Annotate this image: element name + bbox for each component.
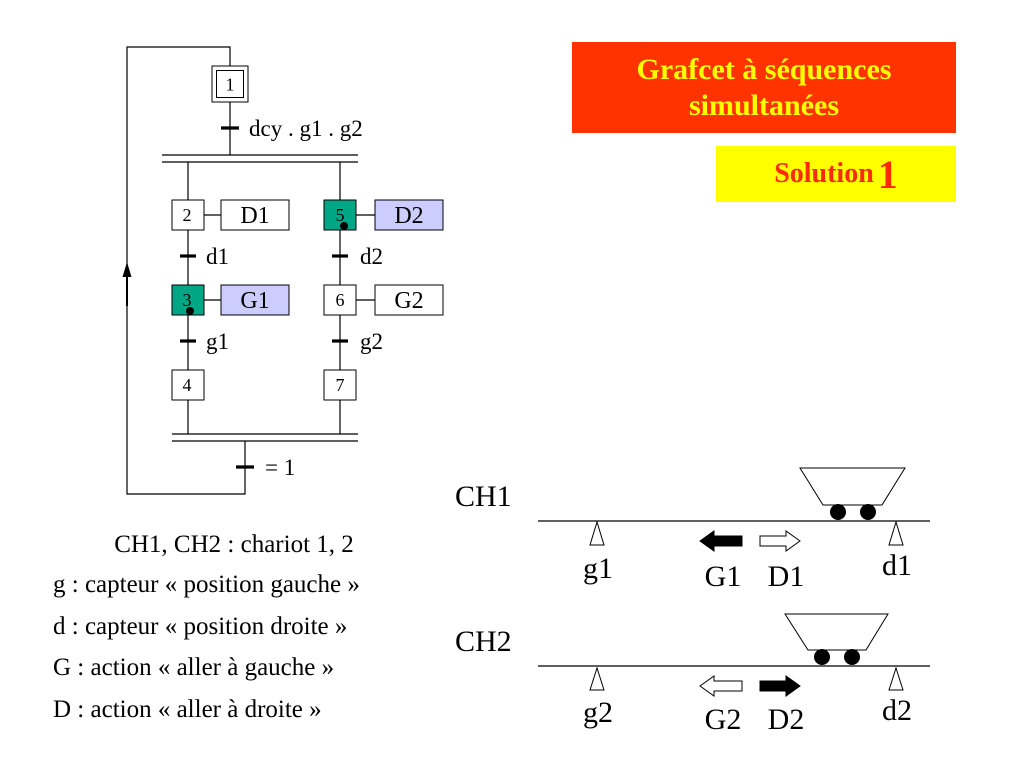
transition-end-label: = 1 <box>265 455 295 480</box>
wheel-icon <box>814 649 830 665</box>
step-number: 3 <box>183 290 192 310</box>
legend-item: g : capteur « position gauche » <box>53 571 360 598</box>
track-name: CH2 <box>455 625 512 658</box>
chariot-icon <box>799 467 906 520</box>
step-1-inner-box <box>216 70 244 98</box>
left-sensor-icon <box>589 666 605 691</box>
step-number: 6 <box>336 290 345 310</box>
step-5: 5 <box>323 199 357 231</box>
step-box <box>171 369 205 401</box>
right-sensor-icon <box>888 666 904 691</box>
step-number: 4 <box>183 375 192 395</box>
right-sensor-icon <box>888 520 904 546</box>
action-box <box>374 284 444 316</box>
action-box <box>374 199 444 231</box>
step-1-initial: 1 <box>211 65 249 103</box>
loop-back-link <box>126 46 246 495</box>
wheel-icon <box>860 504 876 520</box>
step-box <box>323 284 357 316</box>
step-7: 7 <box>323 369 357 401</box>
transition-start-label: dcy . g1 . g2 <box>249 116 363 141</box>
legend-item: D : action « aller à droite » <box>53 696 322 723</box>
right-sensor-label: d1 <box>882 549 912 582</box>
legend-chariots: CH1, CH2 : chariot 1, 2 <box>114 531 354 558</box>
step-box <box>323 369 357 401</box>
legend-item: G : action « aller à gauche » <box>53 654 334 681</box>
step-number: 5 <box>336 205 345 225</box>
wheel-icon <box>830 504 846 520</box>
left-action-label: G1 <box>705 560 742 593</box>
action-label: D2 <box>394 203 423 229</box>
arrow-left-icon <box>699 530 743 552</box>
step-number: 7 <box>336 375 345 395</box>
solution-badge: Solution 1 <box>716 146 956 202</box>
chariot-body <box>784 613 889 651</box>
divergence-double-bar <box>162 154 358 163</box>
transition-label: g1 <box>206 329 229 354</box>
action-label: G1 <box>240 288 269 314</box>
track-ch1: CH1 g1 d1 G1 D1 <box>455 467 930 593</box>
arrow-right-icon <box>759 675 801 697</box>
token-dot <box>186 307 194 315</box>
action-label: D1 <box>240 203 269 229</box>
step-box <box>171 199 205 231</box>
step-4: 4 <box>171 369 205 401</box>
right-action-label: D2 <box>768 703 805 736</box>
action-box <box>220 199 290 231</box>
step-2: 2 <box>171 199 205 231</box>
wheel-icon <box>844 649 860 665</box>
legend-item: d : capteur « position droite » <box>53 613 347 640</box>
solution-label: Solution <box>774 158 874 189</box>
solution-number: 1 <box>877 151 898 197</box>
right-sensor-label: d2 <box>882 694 912 727</box>
transition-label: g2 <box>360 329 383 354</box>
right-action-label: D1 <box>768 560 805 593</box>
loop-up-arrow-icon <box>122 262 132 277</box>
grafcet: 1 dcy . g1 . g2 2 D1 d1 3 <box>122 46 444 495</box>
arrow-right-icon <box>759 530 801 552</box>
chariot-body <box>799 467 906 506</box>
transition-label: d2 <box>360 244 383 269</box>
left-sensor-label: g2 <box>583 696 613 729</box>
action-box-step-5: D2 <box>374 199 444 231</box>
left-branch: 2 D1 d1 3 G1 g1 4 <box>171 162 290 434</box>
title-line-2: simultanées <box>689 88 839 122</box>
arrow-left-icon <box>699 675 743 697</box>
track-name: CH1 <box>455 480 512 513</box>
step-3: 3 <box>171 284 205 316</box>
transition-label: d1 <box>206 244 229 269</box>
step-number: 2 <box>183 205 192 225</box>
action-label: G2 <box>394 288 423 314</box>
chariot-icon <box>784 613 889 665</box>
slide-title: Grafcet à séquences simultanées <box>572 42 956 133</box>
title-line-1: Grafcet à séquences <box>636 52 892 86</box>
action-box-step-6: G2 <box>374 284 444 316</box>
token-dot <box>340 222 348 230</box>
step-6: 6 <box>323 284 357 316</box>
left-sensor-label: g1 <box>583 552 613 585</box>
step-box <box>323 199 357 231</box>
track-ch2: CH2 g2 d2 G2 D2 <box>455 613 930 736</box>
action-box <box>220 284 290 316</box>
legend: CH1, CH2 : chariot 1, 2 g : capteur « po… <box>53 531 360 723</box>
action-box-step-2: D1 <box>220 199 290 231</box>
left-sensor-icon <box>589 520 605 546</box>
action-box-step-3: G1 <box>220 284 290 316</box>
convergence-double-bar <box>172 433 358 442</box>
right-branch: 5 D2 d2 6 G2 g2 7 <box>323 162 444 434</box>
left-action-label: G2 <box>705 703 742 736</box>
step-number: 1 <box>226 75 235 95</box>
